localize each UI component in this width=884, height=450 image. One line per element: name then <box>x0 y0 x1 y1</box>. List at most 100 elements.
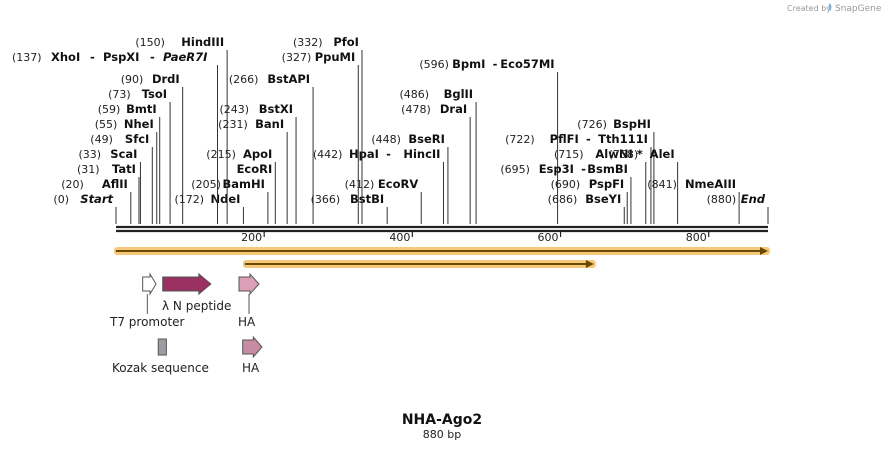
site-name-separator: - <box>386 147 391 161</box>
orf-bar[interactable] <box>114 247 770 255</box>
site-name: BstBI <box>350 192 384 206</box>
site-name: NdeI <box>210 192 240 206</box>
site-bsphi[interactable]: BspHI(726) <box>577 117 655 224</box>
site-name-suffix: Eco57MI <box>500 57 554 71</box>
site-name: TatI <box>112 162 136 176</box>
site-bglii[interactable]: BglII(486) <box>399 87 477 224</box>
feature-label: λ N peptide <box>162 299 231 313</box>
site-name-separator: - <box>581 162 586 176</box>
feature-arrow <box>162 272 212 296</box>
site-position: (55) <box>95 118 118 131</box>
site-name: DrdI <box>152 72 180 86</box>
site-pspfi[interactable]: PspFI(690) <box>551 177 628 224</box>
plasmid-length: 880 bp <box>423 428 461 441</box>
site-name: BseYI <box>585 192 621 206</box>
site-alei[interactable]: AleI(758) <box>609 147 679 224</box>
site-bseyi[interactable]: BseYI(686) <box>548 192 625 224</box>
site-position: (31) <box>77 163 100 176</box>
site-position: (266) <box>229 73 259 86</box>
site-name: BspHI <box>613 117 651 131</box>
site-name-suffix: Tth111I <box>598 132 648 146</box>
site-name: NmeAIII <box>685 177 736 191</box>
orf-bar[interactable] <box>242 260 596 268</box>
site-name: Esp3I <box>539 162 574 176</box>
site-position: (478) <box>401 103 431 116</box>
feature-label: Kozak sequence <box>112 361 209 375</box>
scale-tick-label: 800 <box>686 231 707 244</box>
site-name-suffix: BsmBI <box>587 162 628 176</box>
site-name-separator: - <box>90 50 95 64</box>
site-position: (880) <box>707 193 737 206</box>
site-position: (448) <box>371 133 401 146</box>
site-name: BpmI <box>452 57 485 71</box>
scale-tick-label: 400 <box>389 231 410 244</box>
credit-brand: SnapGene <box>835 4 882 14</box>
site-apoi[interactable]: ApoI(215)EcoRI <box>206 147 276 224</box>
site-bstbi[interactable]: BstBI(366) <box>311 192 388 224</box>
site-bstapi[interactable]: BstAPI(266) <box>229 72 314 224</box>
site-position: (231) <box>218 118 248 131</box>
site-pflfi[interactable]: Tth111I-PflFI(722) <box>505 132 652 224</box>
site-name: End <box>741 192 766 206</box>
site-position: (327) <box>282 51 312 64</box>
site-bseri[interactable]: BseRI(448) <box>371 132 449 224</box>
site-position: (722) <box>505 133 535 146</box>
site-drdi[interactable]: DrdI(90) <box>121 72 184 224</box>
site-esp3i[interactable]: BsmBI-Esp3I(695) <box>500 162 632 224</box>
site-alwni[interactable]: AlwNI *(715) <box>554 147 647 224</box>
site-position: (596) <box>419 58 449 71</box>
feature-kozak-sequence[interactable]: Kozak sequence <box>112 338 209 375</box>
site-position: (215) <box>206 148 236 161</box>
site-name-separator: - <box>586 132 591 146</box>
feature-arrow <box>242 335 263 359</box>
site-position: (715) <box>554 148 584 161</box>
feature-arrow <box>142 272 157 296</box>
site-name: HindIII <box>181 35 224 49</box>
site-tati[interactable]: TatI (31) <box>77 162 140 224</box>
site-name: HpaI <box>349 147 379 161</box>
site-drai[interactable]: DraI(478) <box>401 102 471 224</box>
site-position: (49) <box>90 133 113 146</box>
site-start[interactable]: Start(0) <box>53 192 117 224</box>
site-position: (243) <box>219 103 249 116</box>
feature-ha[interactable]: HA <box>242 335 263 375</box>
site-end[interactable]: End (880) <box>707 192 769 224</box>
site-pfoi[interactable]: PfoI(332) <box>293 35 363 224</box>
site-xhoi[interactable]: (137)XhoI-PspXI-PaeR7I <box>12 50 219 224</box>
site-bmti[interactable]: BmtI(59) <box>98 102 161 224</box>
site-tsoi[interactable]: TsoI(73) <box>108 87 171 224</box>
site-ppumi[interactable]: PpuMI(327) <box>282 50 359 224</box>
site-name-suffix: HincII <box>403 147 440 161</box>
site-position: (690) <box>551 178 581 191</box>
scale-tick-label: 600 <box>538 231 559 244</box>
site-name: NheI <box>124 117 154 131</box>
site-nmeaiii[interactable]: NmeAIII(841) <box>647 177 740 224</box>
site-name: Start <box>80 192 113 206</box>
site-nhei[interactable]: NheI (55) <box>95 117 158 224</box>
site-hindiii[interactable]: HindIII(150) <box>135 35 228 224</box>
feature-arrow <box>238 272 260 296</box>
orf-bars <box>114 247 770 268</box>
site-hpai[interactable]: HincII-HpaI (442) <box>313 147 444 224</box>
feature-t7-promoter[interactable]: T7 promoter <box>109 272 185 329</box>
site-name-suffix2: PaeR7I <box>163 50 208 64</box>
site-bpmi[interactable]: Eco57MI-BpmI(596) <box>419 57 559 224</box>
feature-label: HA <box>238 315 256 329</box>
feature-ha[interactable]: HA <box>238 272 260 329</box>
site-position: (758) <box>609 148 639 161</box>
site-ecorv[interactable]: EcoRV(412) <box>345 177 422 224</box>
site-bani[interactable]: BanI(231) <box>218 117 288 224</box>
site-bamhi[interactable]: BamHI(205) <box>191 177 269 224</box>
site-name: PflFI <box>550 132 579 146</box>
feature---n-peptide[interactable]: λ N peptide <box>162 272 231 313</box>
site-position: (73) <box>108 88 131 101</box>
site-name: BmtI <box>126 102 157 116</box>
site-name: ApoI <box>243 147 272 161</box>
site-aflii[interactable]: AflII(20) <box>61 177 132 224</box>
site-ndei[interactable]: NdeI(172) <box>174 192 244 224</box>
site-sfci[interactable]: SfcI(49) <box>90 132 153 224</box>
site-name-separator: - <box>150 50 155 64</box>
site-position: (442) <box>313 148 343 161</box>
site-scai[interactable]: ScaI(33) <box>78 147 141 224</box>
